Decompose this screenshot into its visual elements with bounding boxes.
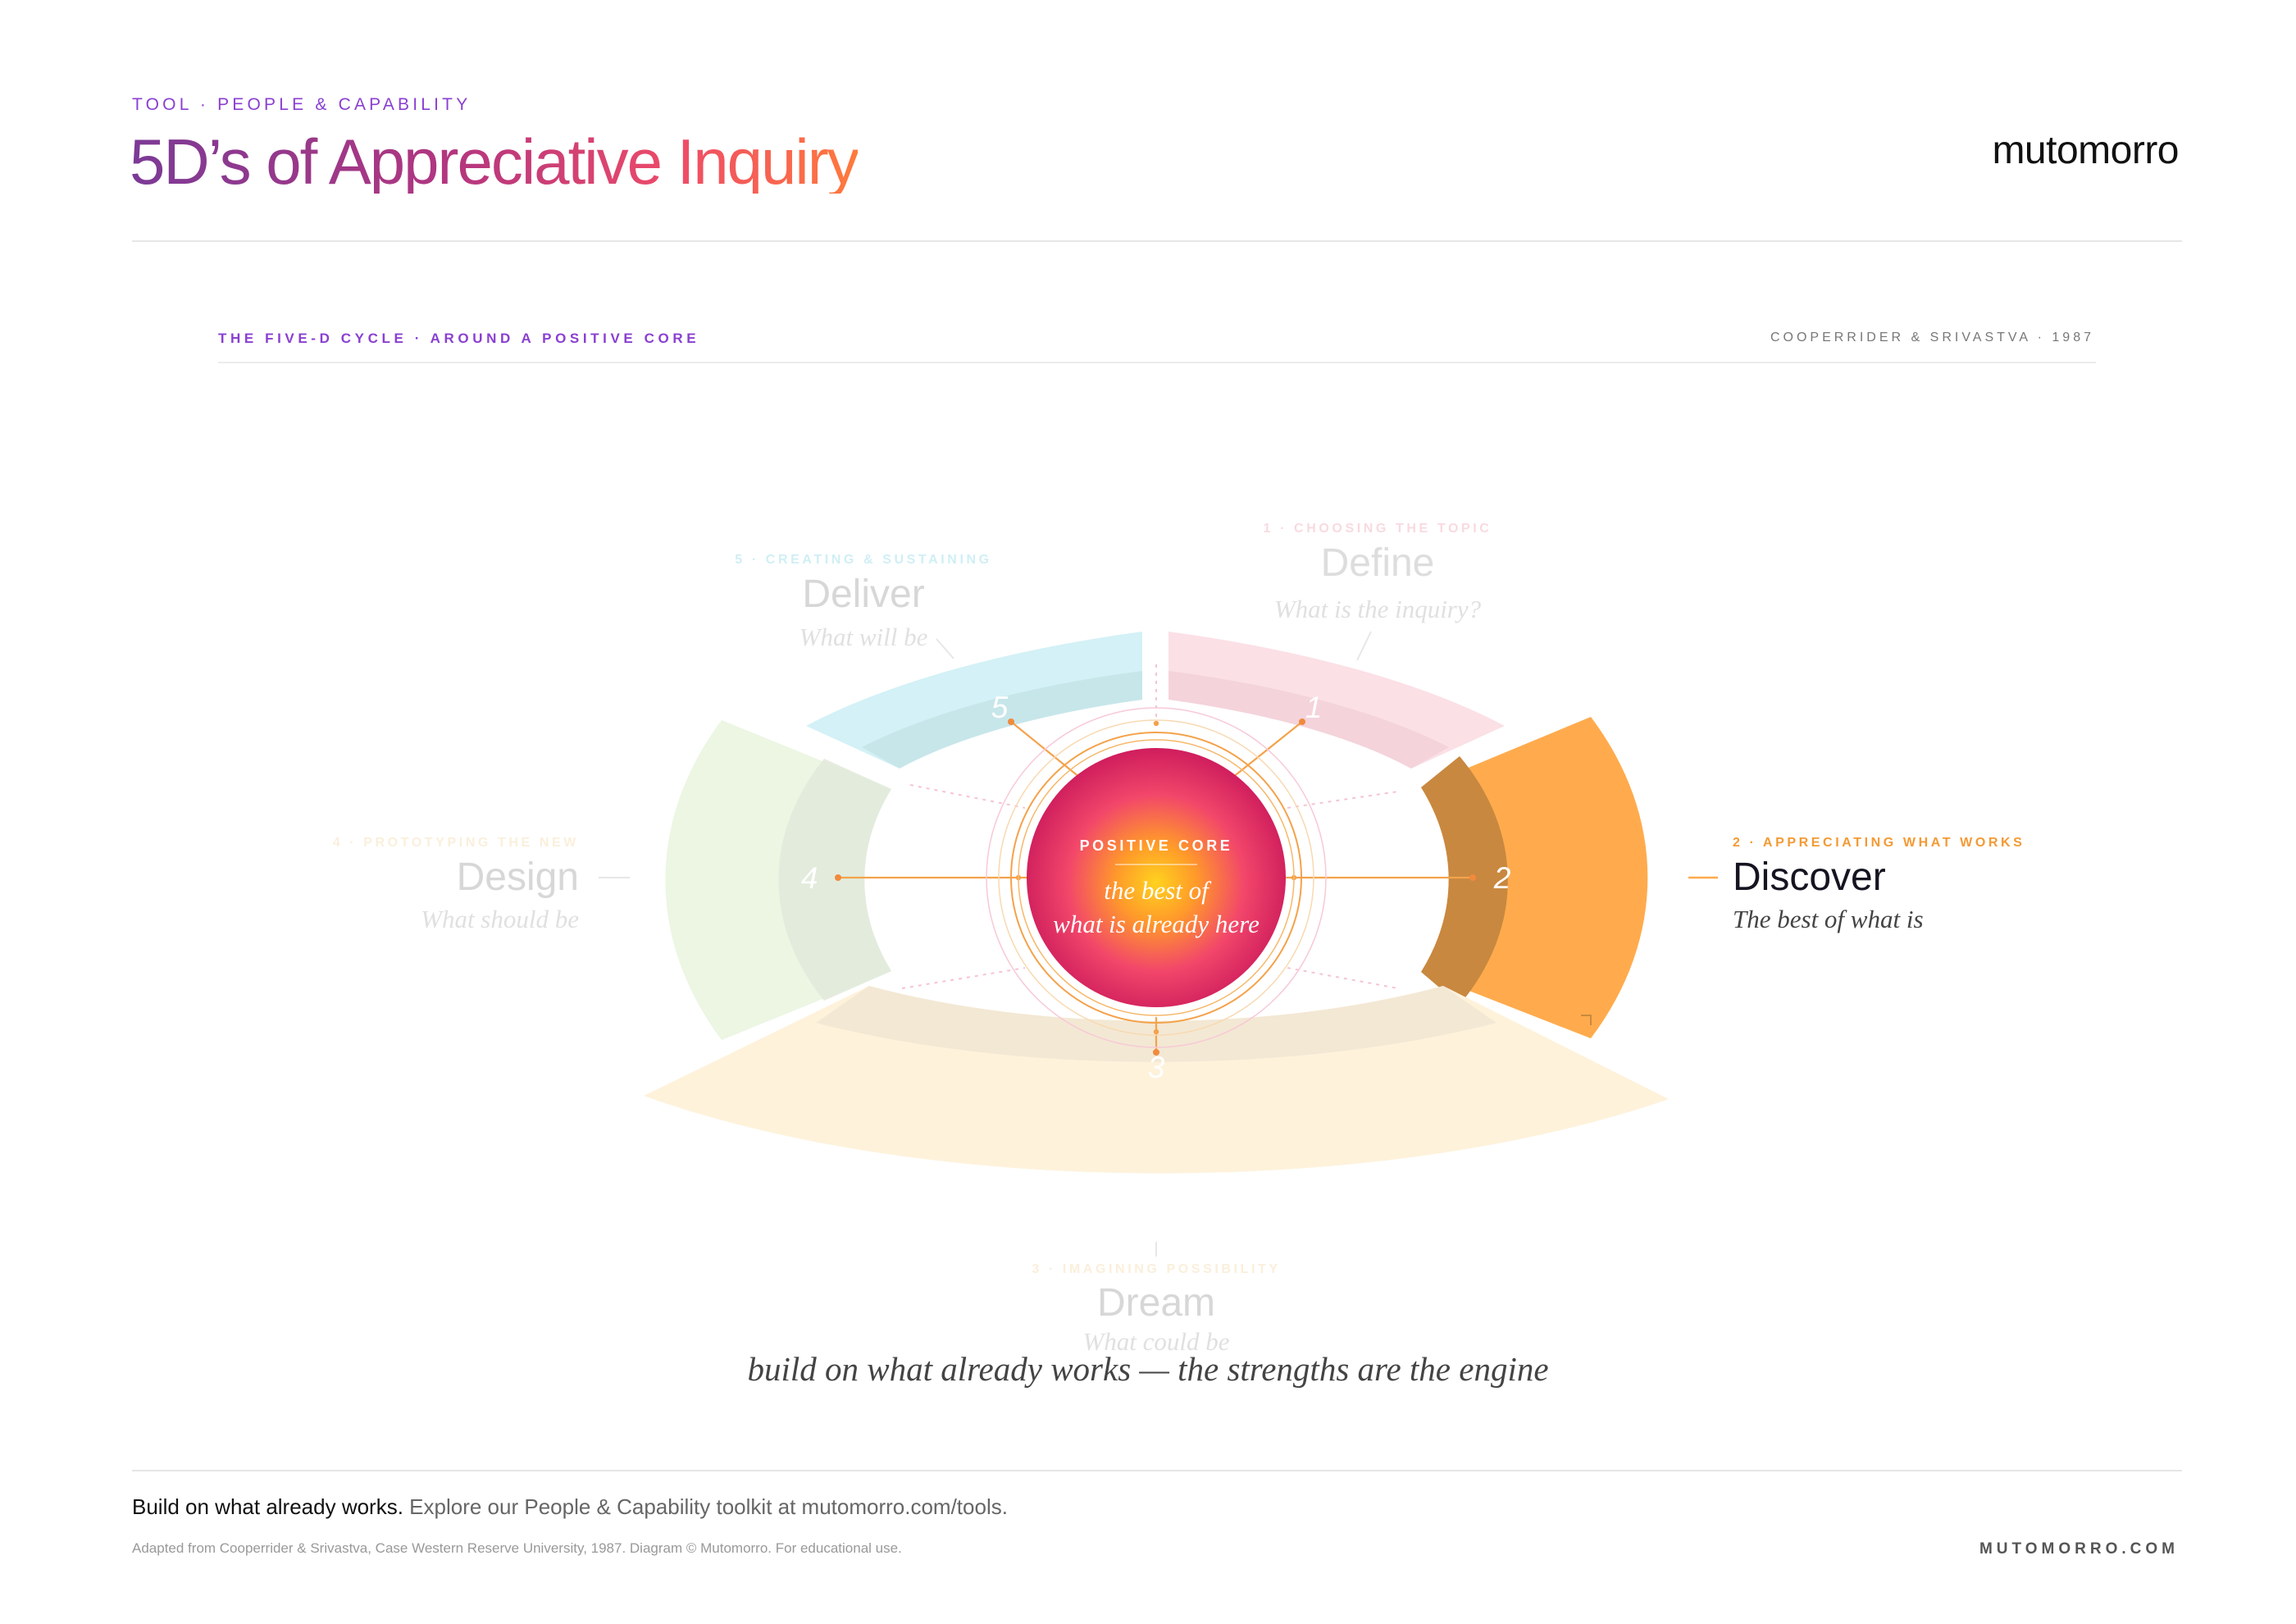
footer-text[interactable]: Explore our People & Capability toolkit …	[403, 1494, 1008, 1519]
header-divider	[132, 240, 2182, 242]
diagram-source: COOPERRIDER & SRIVASTVA · 1987	[1770, 331, 2094, 344]
footer-credit: Adapted from Cooperrider & Srivastva, Ca…	[132, 1540, 902, 1556]
segment-number-3: 3	[1148, 1051, 1165, 1084]
phase-question-design: What should be	[421, 905, 579, 933]
diagram-caption: build on what already works — the streng…	[747, 1350, 1549, 1388]
segment-deliver-inner	[862, 671, 1142, 769]
segment-discover-inner	[1421, 756, 1508, 1005]
subtitle-divider	[218, 362, 2096, 363]
segment-number-2: 2	[1493, 861, 1511, 895]
core-spokes	[838, 721, 1473, 1052]
core-rings	[986, 707, 1327, 1048]
phase-eyebrow-design: 4 · PROTOTYPING THE NEW	[333, 836, 579, 850]
footer-message: Build on what already works. Explore our…	[132, 1494, 1008, 1520]
diagram-subtitle: THE FIVE-D CYCLE · AROUND A POSITIVE COR…	[218, 331, 700, 346]
phase-question-dream: What could be	[1082, 1327, 1229, 1356]
phase-eyebrow-discover: 2 · APPRECIATING WHAT WORKS	[1733, 836, 2025, 850]
phase-name-design[interactable]: Design	[457, 855, 579, 899]
segment-design-inner	[778, 759, 891, 1001]
phase-question-discover: The best of what is	[1733, 905, 1924, 933]
segment-number-5: 5	[991, 691, 1009, 724]
footer-divider	[132, 1470, 2182, 1471]
phase-name-discover[interactable]: Discover	[1733, 855, 1886, 899]
positive-core	[1027, 748, 1286, 1007]
spoke-dots	[835, 718, 1476, 1056]
segment-number-4: 4	[801, 861, 818, 895]
phase-name-deliver[interactable]: Deliver	[802, 573, 924, 616]
phase-eyebrow-deliver: 5 · CREATING & SUSTAINING	[735, 553, 991, 567]
core-label: POSITIVE CORE	[1080, 837, 1233, 854]
leader-lines	[599, 631, 1372, 1257]
page-title: 5D’s of Appreciative Inquiry	[130, 125, 859, 198]
phase-question-deliver: What will be	[800, 623, 928, 651]
footer-lead: Build on what already works.	[132, 1494, 403, 1519]
footer-site-link[interactable]: MUTOMORRO.COM	[1979, 1540, 2179, 1558]
phase-eyebrow-dream: 3 · IMAGINING POSSIBILITY	[1032, 1262, 1280, 1276]
brand-logo[interactable]: mutomorro	[1992, 129, 2179, 172]
gap-spokes	[901, 664, 1399, 989]
core-line-2: what is already here	[1053, 910, 1260, 938]
core-line-1: the best of	[1104, 876, 1212, 905]
phase-question-define: What is the inquiry?	[1274, 595, 1482, 623]
segment-define-inner	[1168, 671, 1449, 769]
segment-number-1: 1	[1305, 691, 1323, 724]
eyebrow: TOOL · PEOPLE & CAPABILITY	[132, 95, 472, 114]
phase-name-dream[interactable]: Dream	[1097, 1281, 1215, 1325]
phase-name-define[interactable]: Define	[1321, 541, 1435, 585]
phase-eyebrow-define: 1 · CHOOSING THE TOPIC	[1264, 522, 1492, 536]
